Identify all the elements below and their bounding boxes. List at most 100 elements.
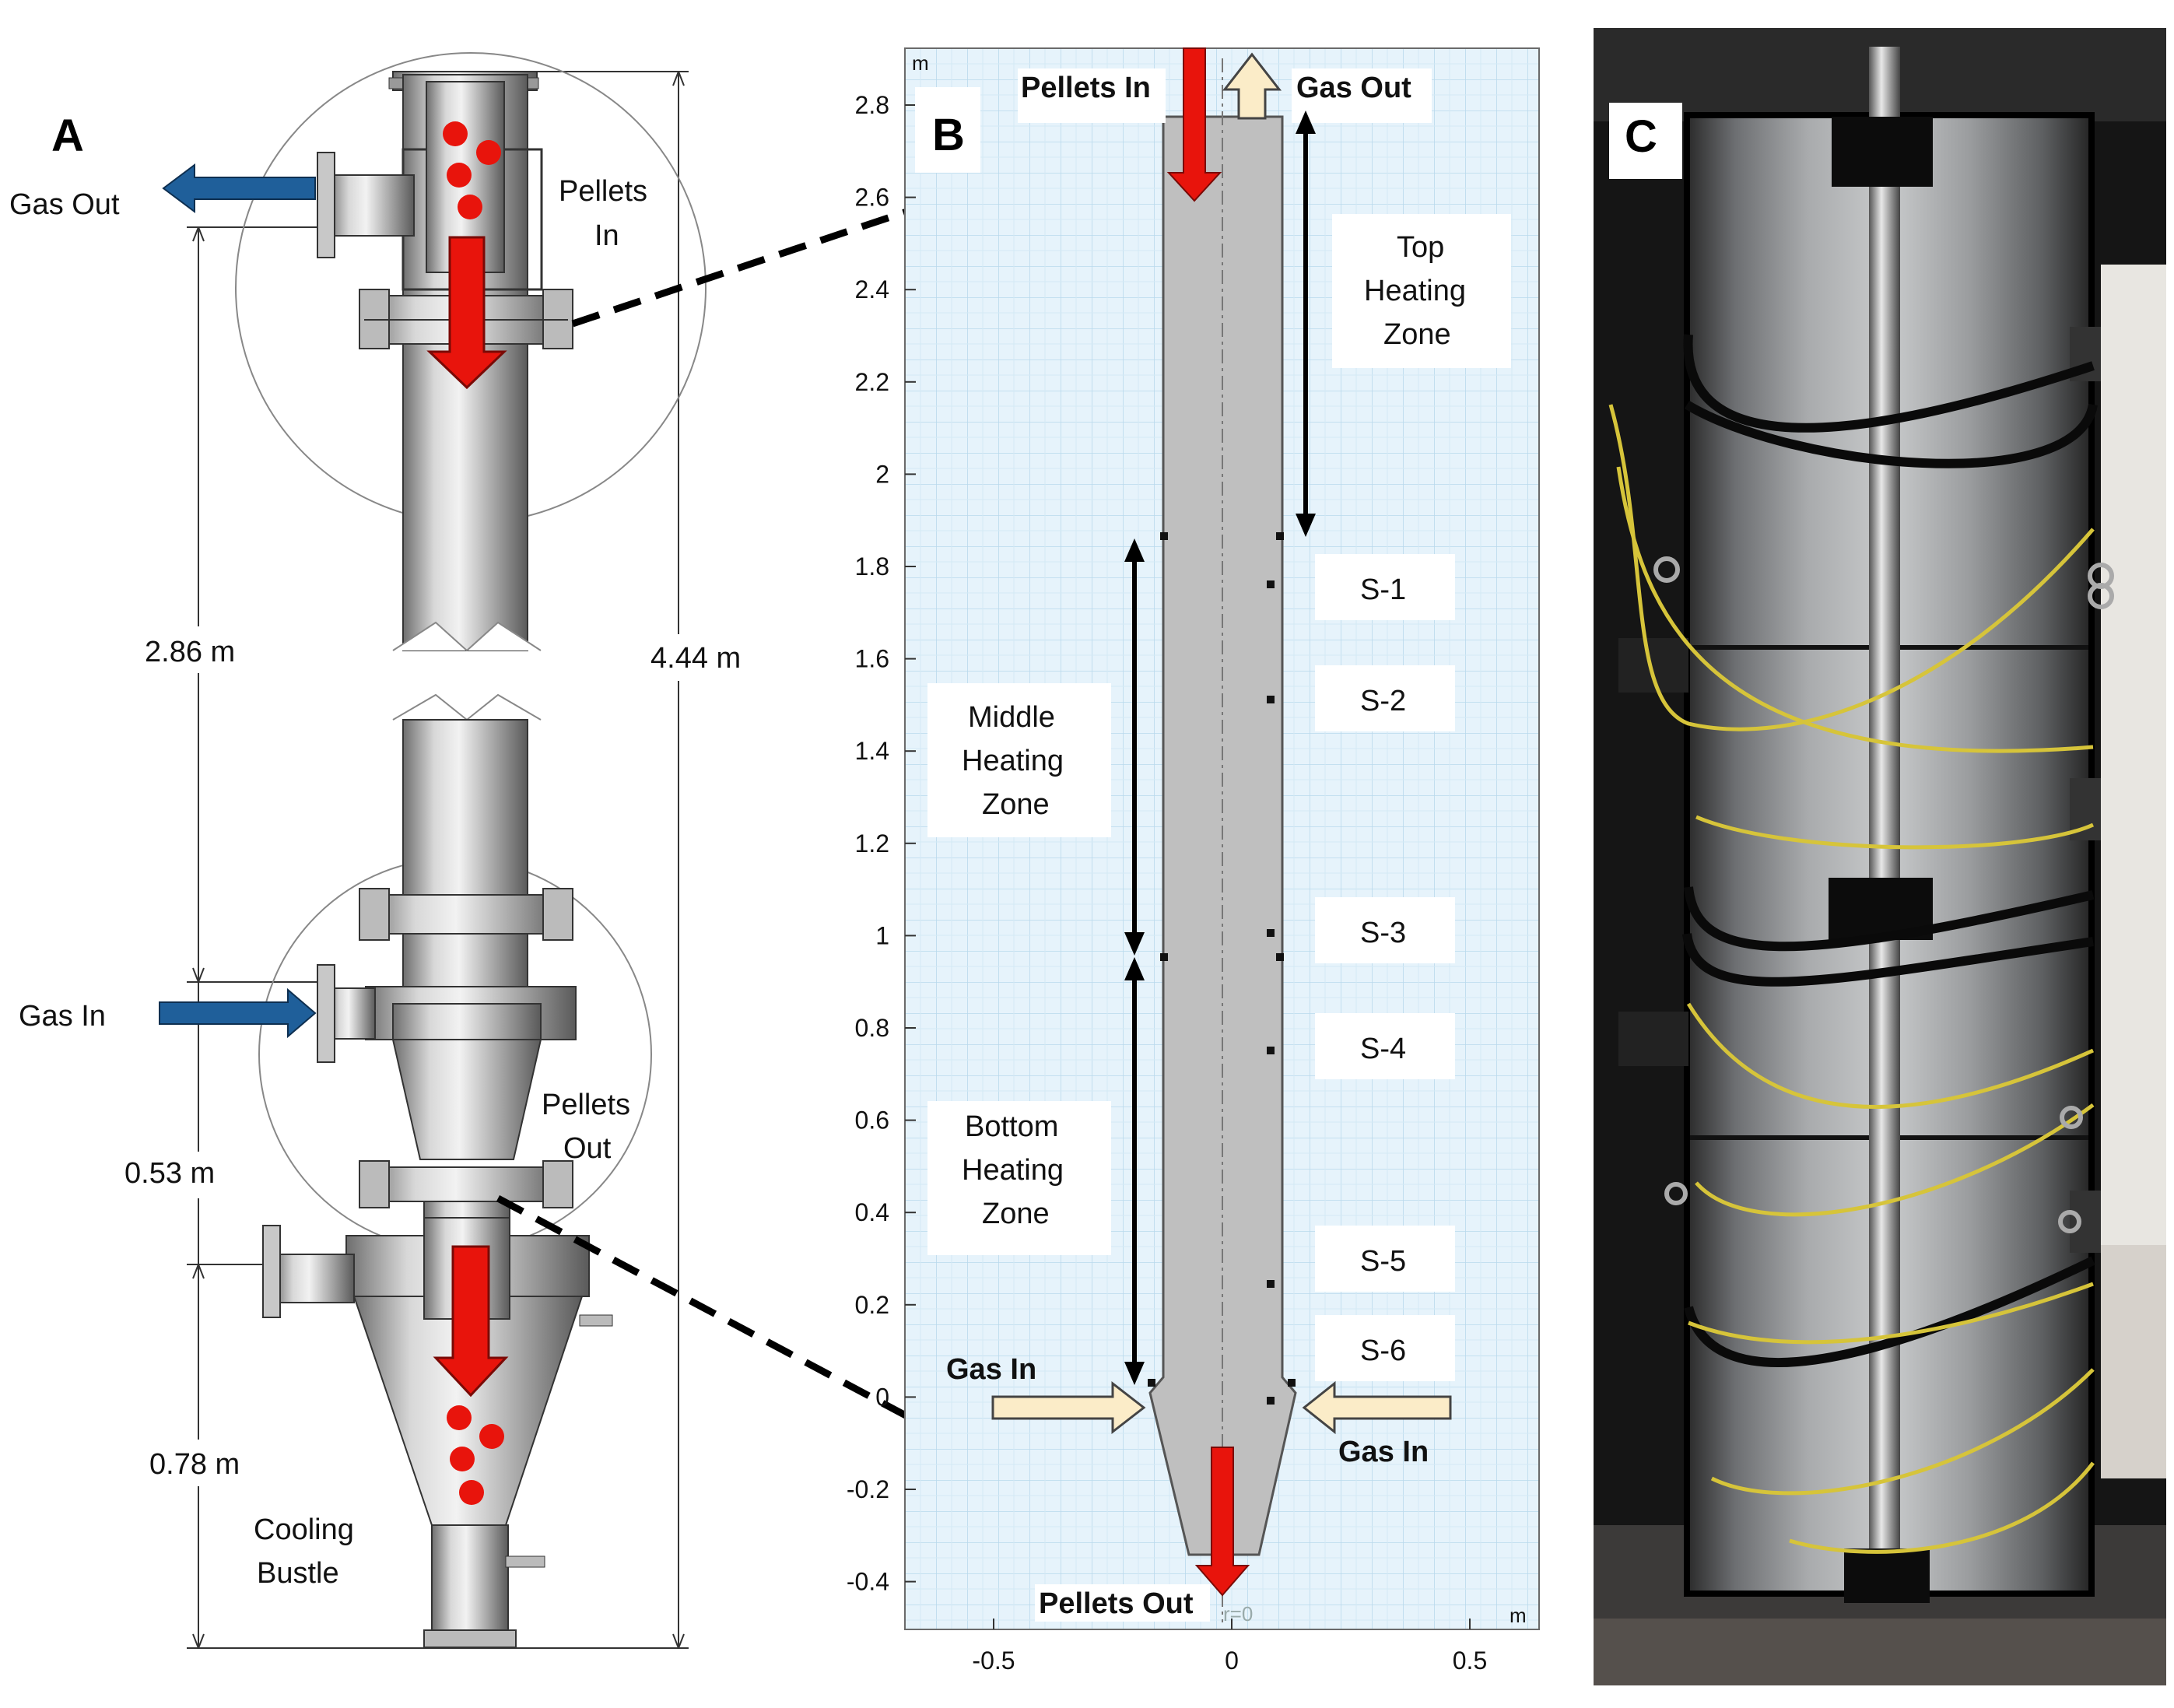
- pellets-in-box: [1018, 68, 1166, 123]
- eye-bolts: [1653, 556, 2114, 1233]
- b-gas-in-left-label: Gas In: [946, 1353, 1036, 1386]
- sensor-points: [1148, 532, 1296, 1405]
- sensor-label: S-2: [1360, 685, 1406, 717]
- rod-clamps: [1829, 117, 1933, 1603]
- photo-wall: [2101, 265, 2166, 1432]
- y-tick-label: 1.4: [855, 737, 889, 765]
- pellets-out-flange: [359, 1160, 573, 1208]
- dimension-0-53-m: 0.53 m: [124, 1157, 215, 1190]
- b-pellets-out-label: Pellets Out: [1039, 1587, 1194, 1620]
- y-tick-label: 2.2: [855, 368, 889, 396]
- sensor-label: S-6: [1360, 1334, 1406, 1367]
- bottom-zone-line3: Zone: [982, 1198, 1050, 1230]
- sensor-label-box: [1315, 554, 1455, 620]
- panel-b-label-box: [915, 87, 980, 173]
- top-zone-line3: Zone: [1383, 318, 1451, 351]
- sensor-label: S-5: [1360, 1245, 1406, 1278]
- middle-zone-line3: Zone: [982, 788, 1050, 821]
- y-tick-label: 1.2: [855, 829, 889, 858]
- gas-in-label: Gas In: [19, 1000, 106, 1033]
- gas-out-arrow: [162, 163, 316, 213]
- panel-a: A 2.86 m 4.44 m 0.53 m 0.78 m: [9, 52, 751, 1649]
- y-tick-label: 0.8: [855, 1014, 889, 1042]
- lower-pipe: [402, 719, 528, 1001]
- sensor-label-box: [1315, 1315, 1455, 1381]
- sensor-label-box: [1315, 897, 1455, 963]
- mid-flange: [359, 888, 573, 941]
- axis-marker-label: r=0: [1223, 1602, 1253, 1626]
- x-tick-label: 0.5: [1453, 1647, 1487, 1675]
- gas-in-ring: [317, 964, 577, 1063]
- b-pellets-in-arrow: [1166, 47, 1222, 202]
- pellets-out-box: [1035, 1584, 1210, 1622]
- sensor-label-box: [1315, 1013, 1455, 1079]
- pellets-out-label-line1: Pellets: [542, 1089, 630, 1121]
- dimension-2-86-m: 2.86 m: [145, 636, 235, 668]
- bottom-zone-line2: Heating: [962, 1154, 1064, 1187]
- y-unit-label: m: [912, 51, 929, 75]
- y-tick-label: 2.6: [855, 184, 889, 212]
- b-gas-in-right-label: Gas In: [1338, 1436, 1429, 1468]
- b-gas-in-left-arrow: [991, 1380, 1146, 1435]
- gas-out-port: [317, 152, 415, 258]
- y-tick-label: 1.8: [855, 552, 889, 580]
- pellets-out-arrow: [433, 1245, 509, 1398]
- y-tick-label: 0: [875, 1383, 889, 1411]
- panel-a-label: A: [51, 110, 84, 161]
- panel-b: B m m 2.8 2.6 2.4 2.2 2 1.8 1.6 1.4 1.2 1 0.8 0.6 0.…: [847, 47, 1540, 1675]
- gas-in-arrow: [159, 987, 317, 1039]
- sensor-label-box: [1315, 1226, 1455, 1292]
- b-pellets-out-arrow: [1194, 1447, 1250, 1597]
- middle-zone-line1: Middle: [968, 701, 1055, 734]
- discharge-cone: [391, 1039, 542, 1160]
- b-pellets-in-label: Pellets In: [1021, 72, 1151, 104]
- y-tick-label: 2.4: [855, 275, 889, 303]
- cooling-bustle-label-line2: Bustle: [257, 1557, 339, 1590]
- dimension-4-44-m: 4.44 m: [650, 642, 741, 675]
- pipe-break-top: [392, 621, 542, 652]
- y-tick-label: 0.4: [855, 1198, 889, 1226]
- top-zone-line2: Heating: [1364, 275, 1466, 307]
- y-tick-label: -0.2: [847, 1475, 889, 1503]
- gas-out-box: [1292, 68, 1432, 123]
- y-tick-label: 1.6: [855, 645, 889, 673]
- y-axis-ticks: 2.8 2.6 2.4 2.2 2 1.8 1.6 1.4 1.2 1 0.8 0.6 0.4 0.2 0 -…: [847, 91, 916, 1596]
- x-tick-label: 0: [1225, 1647, 1239, 1675]
- y-tick-label: 0.6: [855, 1107, 889, 1135]
- y-tick-label: 0.2: [855, 1291, 889, 1319]
- pellets-in-arrow: [426, 236, 507, 390]
- dimension-0-78-m: 0.78 m: [149, 1448, 240, 1481]
- b-gas-in-right-arrow: [1302, 1380, 1452, 1435]
- x-unit-label: m: [1510, 1604, 1527, 1627]
- panel-b-label-front: B: [932, 110, 965, 160]
- pellets-out-label-line2: Out: [563, 1132, 612, 1165]
- panel-c-label: C: [1625, 111, 1657, 162]
- heater-cables: [1682, 334, 2098, 1367]
- b-gas-out-label: Gas Out: [1296, 72, 1411, 104]
- y-tick-label: 1: [875, 921, 889, 949]
- cooling-bustle-label-line1: Cooling: [254, 1513, 354, 1546]
- top-zone-line1: Top: [1397, 231, 1444, 264]
- top-zone-box: [1332, 214, 1511, 368]
- bottom-zone-line1: Bottom: [965, 1110, 1058, 1143]
- sensor-label: S-4: [1360, 1033, 1406, 1065]
- y-tick-label: -0.4: [847, 1568, 889, 1596]
- bottom-zone-box: [927, 1101, 1111, 1255]
- y-tick-label: 2: [875, 460, 889, 488]
- zone-range-arrows: [1124, 110, 1316, 1385]
- panel-c-label-box: [1609, 103, 1682, 179]
- sensor-labels: S-1S-2S-3S-4S-5S-6: [1315, 554, 1455, 1381]
- pellets-in-label-line2: In: [594, 219, 619, 252]
- pellets-in-label-line1: Pellets: [559, 175, 647, 208]
- thermocouple-wires: [1608, 404, 2095, 1554]
- sensor-label: S-3: [1360, 917, 1406, 949]
- dimension-lines: [187, 71, 689, 1649]
- pipe-break-bottom: [392, 693, 542, 721]
- x-axis-ticks: -0.5 0 0.5: [972, 1619, 1487, 1675]
- pellets-bottom: [447, 1405, 504, 1505]
- sensor-label-box: [1315, 665, 1455, 731]
- middle-zone-box: [927, 683, 1111, 837]
- y-tick-label: 2.8: [855, 91, 889, 119]
- x-tick-label: -0.5: [972, 1647, 1015, 1675]
